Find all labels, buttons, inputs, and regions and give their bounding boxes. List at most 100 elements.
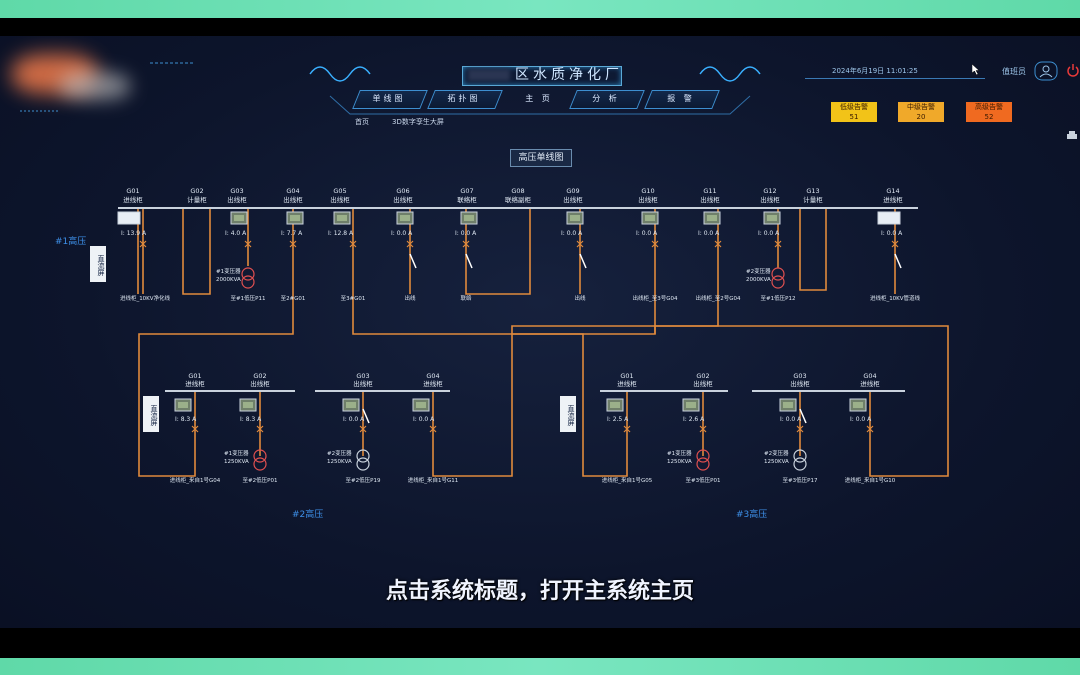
- dc-screen-2[interactable]: 直流屏: [143, 396, 159, 432]
- tab-single-line[interactable]: 单线图: [372, 94, 406, 103]
- top-g09-switch-icon[interactable]: [579, 253, 587, 269]
- s3-g02-breaker-icon[interactable]: [699, 425, 707, 433]
- top-g05-reading: I: 12.8 A: [328, 230, 354, 237]
- s2-g03-breaker-icon[interactable]: [359, 425, 367, 433]
- tab-home[interactable]: 主 页: [525, 94, 553, 103]
- user-icon[interactable]: [1034, 61, 1058, 81]
- top-g04-breaker-icon[interactable]: [289, 240, 297, 248]
- tab-analysis[interactable]: 分 析: [592, 94, 620, 103]
- top-g07-meter-screen: [464, 215, 474, 221]
- power-icon[interactable]: [1066, 63, 1080, 77]
- s2-g01-name: 进线柜: [185, 379, 205, 388]
- top-g05-meter-screen: [337, 215, 347, 221]
- s3-g02-reading: I: 2.6 A: [683, 416, 705, 423]
- top-g01-breaker-icon[interactable]: [139, 240, 147, 248]
- wave-left-icon: [309, 66, 371, 82]
- s3-g01-breaker-icon[interactable]: [623, 425, 631, 433]
- top-g11-breaker-icon[interactable]: [714, 240, 722, 248]
- s3-g02-xf-name: #1变压器: [667, 449, 692, 457]
- top-g06-breaker-icon[interactable]: [406, 240, 414, 248]
- system-title[interactable]: 区水质净化厂: [515, 67, 623, 83]
- top-g03-xf-name: #1变压器: [216, 267, 241, 275]
- top-g05-name: 出线柜: [330, 195, 350, 204]
- s2-g01-caption: 进线柜_来自1号G04: [170, 476, 221, 484]
- top-g10-reading: I: 0.0 A: [636, 230, 658, 237]
- s3-g03-xf-cap: 1250KVA: [764, 459, 789, 465]
- top-g03-code: G03: [230, 187, 243, 195]
- print-icon[interactable]: [1066, 130, 1078, 142]
- s3-g03-switch-icon[interactable]: [799, 408, 807, 424]
- s3-g02-transformer-icon[interactable]: [696, 449, 710, 463]
- top-g06-reading: I: 0.0 A: [391, 230, 413, 237]
- top-g03-transformer-icon[interactable]: [241, 267, 255, 281]
- top-g13-code: G13: [806, 187, 819, 195]
- top-g06-meter-screen: [400, 215, 410, 221]
- s3-g03-name: 出线柜: [790, 379, 810, 388]
- s3-g04-breaker-icon[interactable]: [866, 425, 874, 433]
- top-g07-switch-icon[interactable]: [465, 253, 473, 269]
- s2-g02-caption: 至#2低压P01: [243, 476, 278, 484]
- s2-g04-name: 进线柜: [423, 379, 443, 388]
- dc-screen-1[interactable]: 直流屏: [90, 246, 106, 282]
- s3-g02-xf-cap: 1250KVA: [667, 459, 692, 465]
- top-g12-xf-name: #2变压器: [746, 267, 771, 275]
- top-g09-reading: I: 0.0 A: [561, 230, 583, 237]
- s3-g02-meter-screen: [686, 402, 696, 408]
- top-g07-name: 联络柜: [457, 195, 477, 204]
- s3-g03-transformer-icon[interactable]: [793, 449, 807, 463]
- s2-g02-breaker-icon[interactable]: [256, 425, 264, 433]
- datetime-underline: [805, 78, 985, 79]
- s2-g02-reading: I: 8.3 A: [240, 416, 262, 423]
- top-g14-breaker-icon[interactable]: [891, 240, 899, 248]
- top-g10-code: G10: [641, 187, 654, 195]
- top-g12-code: G12: [763, 187, 776, 195]
- top-g10-breaker-icon[interactable]: [651, 240, 659, 248]
- mouse-cursor-icon: [972, 64, 980, 75]
- wave-right-icon: [699, 66, 761, 82]
- top-g03-breaker-icon[interactable]: [244, 240, 252, 248]
- top-g12-transformer-icon[interactable]: [771, 267, 785, 281]
- s3-g01-meter-screen: [610, 402, 620, 408]
- top-g09-breaker-icon[interactable]: [576, 240, 584, 248]
- tab-alarm[interactable]: 报 警: [667, 94, 695, 103]
- breadcrumb-home[interactable]: 首页: [355, 118, 369, 126]
- s2-g03-transformer-icon[interactable]: [356, 449, 370, 463]
- top-g11-reading: I: 0.0 A: [698, 230, 720, 237]
- s3-g04-reading: I: 0.0 A: [850, 416, 872, 423]
- top-g02-code: G02: [190, 187, 203, 195]
- s2-g02-transformer-icon[interactable]: [253, 449, 267, 463]
- dc-screen-3[interactable]: 直流屏: [560, 396, 576, 432]
- s3-g02-transformer-coil: [696, 457, 710, 471]
- s2-g03-switch-icon[interactable]: [362, 408, 370, 424]
- s2-g02-xf-cap: 1250KVA: [224, 459, 249, 465]
- top-g04-meter-screen: [290, 215, 300, 221]
- top-g07-code: G07: [460, 187, 473, 195]
- s3-g01-name: 进线柜: [617, 379, 637, 388]
- top-g14-switch-icon[interactable]: [894, 253, 902, 269]
- s3-g03-breaker-icon[interactable]: [796, 425, 804, 433]
- s2-g02-transformer-coil: [253, 457, 267, 471]
- breadcrumb-current[interactable]: 3D数字孪生大屏: [392, 118, 444, 126]
- user-name[interactable]: 值班员: [1002, 67, 1026, 76]
- top-g03-xf-cap: 2000KVA: [216, 277, 241, 283]
- top-g01-reading: I: 13.9 A: [121, 230, 147, 237]
- top-g09-code: G09: [566, 187, 579, 195]
- top-g12-transformer-coil: [771, 275, 785, 289]
- top-g05-breaker-icon[interactable]: [349, 240, 357, 248]
- top-g14-reading: I: 0.0 A: [881, 230, 903, 237]
- top-g14-meter-icon[interactable]: [877, 211, 901, 225]
- s2-g01-breaker-icon[interactable]: [191, 425, 199, 433]
- top-g12-breaker-icon[interactable]: [774, 240, 782, 248]
- s3-g03-meter-screen: [783, 402, 793, 408]
- top-g06-switch-icon[interactable]: [409, 253, 417, 269]
- top-g03-caption: 至#1低压P11: [231, 294, 266, 302]
- top-g14-name: 进线柜: [883, 195, 903, 204]
- top-g12-caption: 至#1低压P12: [761, 294, 796, 302]
- tab-topology[interactable]: 拓扑图: [447, 94, 481, 103]
- s2-g04-breaker-icon[interactable]: [429, 425, 437, 433]
- top-g01-meter-icon[interactable]: [117, 211, 141, 225]
- top-g07-breaker-icon[interactable]: [462, 240, 470, 248]
